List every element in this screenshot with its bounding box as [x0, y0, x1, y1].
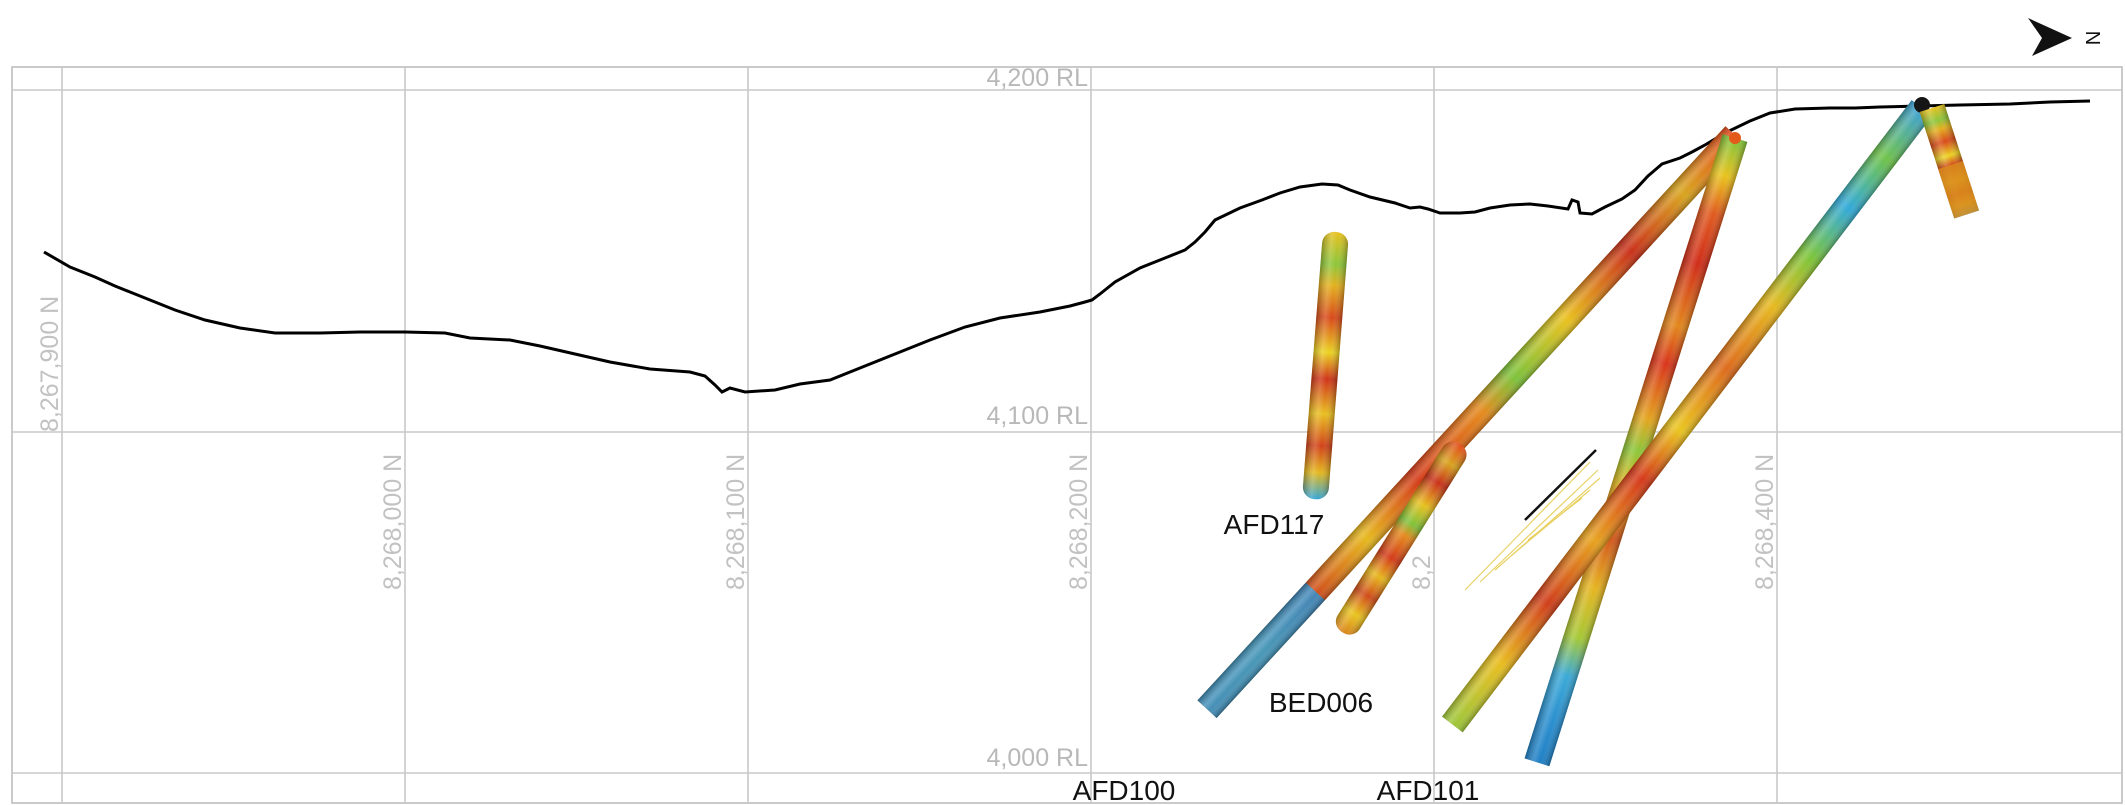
northing-label-8268300-partial: 8,2 [1408, 555, 1436, 590]
north-arrow-letter: N [2081, 31, 2103, 45]
rl-label-4100: 4,100 RL [987, 402, 1089, 430]
drillhole-label-afd101: AFD101 [1377, 775, 1480, 805]
rl-label-4200: 4,200 RL [987, 64, 1089, 92]
drillhole-trace-east [1442, 97, 1933, 733]
northing-label-8268400: 8,268,400 N [1751, 454, 1779, 590]
topography-line [43, 99, 2091, 394]
drillhole-trace-short-east [1919, 103, 1979, 219]
rl-label-4000: 4,000 RL [987, 744, 1089, 772]
drillhole-label-afd100: AFD100 [1073, 775, 1176, 805]
intercept-hatching [1464, 461, 1601, 591]
drillhole-trace-bed006 [1335, 441, 1467, 635]
drillhole-label-afd117: AFD117 [1224, 509, 1325, 540]
drillhole-trace-afd100 [1197, 126, 1745, 718]
plot-frame [11, 66, 2123, 804]
drillhole-trace-afd101 [1524, 132, 1748, 767]
section-grid [11, 66, 2123, 804]
north-arrow-icon: N [2028, 18, 2103, 56]
northing-label-8268100: 8,268,100 N [722, 454, 750, 590]
intercept-line [1524, 449, 1597, 521]
drillhole-label-bed006: BED006 [1269, 687, 1373, 718]
northing-label-8268000: 8,268,000 N [379, 454, 407, 590]
northing-label-8268200: 8,268,200 N [1065, 454, 1093, 590]
drillhole-trace-afd117 [1302, 231, 1349, 500]
northing-label-8267900: 8,267,900 N [36, 296, 64, 432]
